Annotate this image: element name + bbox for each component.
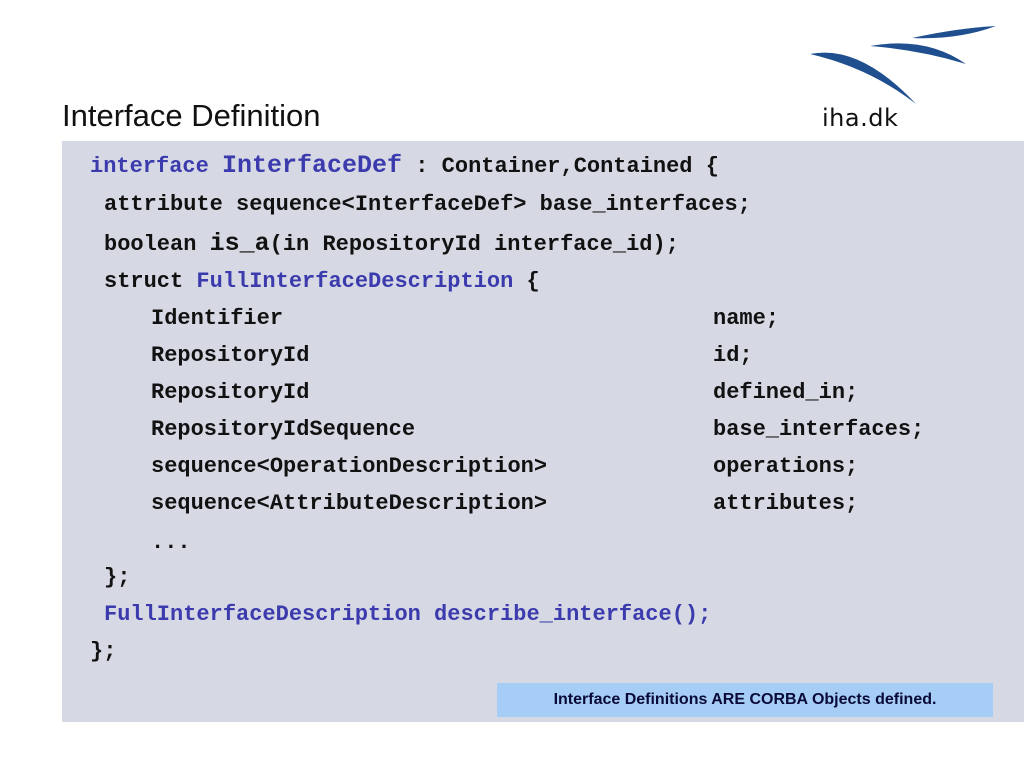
note-callout: Interface Definitions ARE CORBA Objects …: [497, 683, 993, 717]
member-type: sequence<OperationDescription>: [151, 454, 548, 479]
interface-inherits: : Container,Contained {: [402, 154, 719, 179]
is-a-return-type: boolean: [104, 232, 210, 257]
code-panel: interface InterfaceDef : Container,Conta…: [62, 141, 1024, 722]
code-line-describe: FullInterfaceDescription describe_interf…: [104, 602, 711, 628]
member-name: id;: [713, 343, 753, 368]
struct-name: FullInterfaceDescription: [196, 269, 514, 294]
code-line-attribute: attribute sequence<InterfaceDef> base_in…: [104, 192, 751, 217]
interface-name: InterfaceDef: [222, 151, 403, 180]
is-a-params: (in RepositoryId interface_id);: [269, 232, 679, 257]
struct-member: Identifier name;: [151, 306, 779, 332]
logo-swoosh-icon: [810, 26, 996, 104]
member-name: operations;: [713, 454, 859, 479]
code-line-struct: struct FullInterfaceDescription {: [104, 269, 540, 295]
code-line-close-interface: };: [90, 639, 117, 664]
member-type: RepositoryId: [151, 380, 310, 405]
member-name: name;: [713, 306, 780, 331]
member-name: defined_in;: [713, 380, 859, 405]
member-name: attributes;: [713, 491, 859, 516]
struct-keyword: struct: [104, 269, 197, 294]
code-line-interface: interface InterfaceDef : Container,Conta…: [90, 153, 719, 180]
member-name: base_interfaces;: [713, 417, 925, 442]
iha-logo: iha.dk: [808, 18, 1008, 136]
struct-member: RepositoryId id;: [151, 343, 753, 369]
code-ellipsis: ...: [151, 530, 191, 555]
page-title: Interface Definition: [62, 98, 321, 133]
keyword-interface: interface: [90, 154, 209, 179]
member-type: Identifier: [151, 306, 284, 331]
struct-member: RepositoryIdSequence base_interfaces;: [151, 417, 924, 443]
member-type: RepositoryIdSequence: [151, 417, 416, 442]
member-type: RepositoryId: [151, 343, 310, 368]
is-a-function: is_a: [209, 229, 270, 258]
describe-return-type: FullInterfaceDescription: [104, 602, 421, 627]
struct-member: sequence<AttributeDescription> attributes…: [151, 491, 858, 517]
struct-member: sequence<OperationDescription> operations…: [151, 454, 858, 480]
code-line-is-a: boolean is_a(in RepositoryId interface_i…: [104, 231, 679, 258]
struct-member: RepositoryId defined_in;: [151, 380, 858, 406]
struct-open: {: [513, 269, 540, 294]
describe-function: describe_interface();: [420, 602, 712, 627]
code-line-close-struct: };: [104, 565, 131, 590]
member-type: sequence<AttributeDescription>: [151, 491, 548, 516]
logo-text: iha.dk: [822, 104, 899, 132]
